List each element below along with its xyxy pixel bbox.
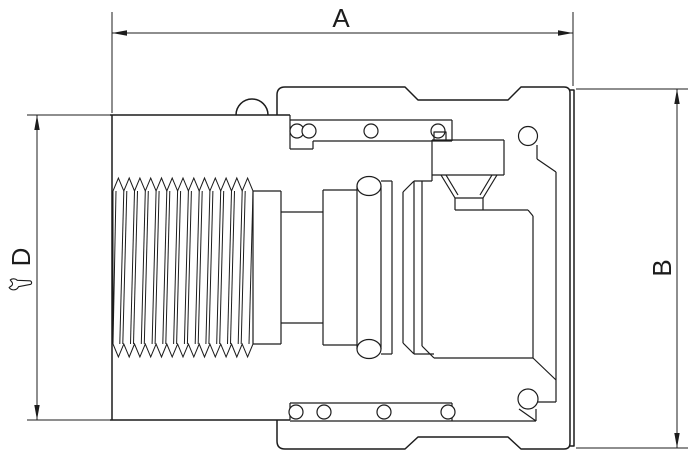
thread-flank-line bbox=[176, 190, 182, 345]
thread-flank-line bbox=[130, 190, 135, 345]
thread-flank-line bbox=[205, 190, 211, 345]
thread-crest-line bbox=[112, 176, 254, 193]
dim-a-arrow-right bbox=[558, 30, 573, 36]
top-ball-race bbox=[289, 115, 453, 150]
lock-ball bbox=[288, 404, 304, 420]
coupling-outline bbox=[110, 86, 575, 450]
thread-region bbox=[112, 176, 254, 359]
socket-cavity bbox=[421, 125, 557, 422]
thread-flank-line bbox=[122, 190, 128, 345]
thread-flank-line bbox=[133, 190, 138, 345]
poppet-gland bbox=[431, 131, 505, 211]
thread-flank-line bbox=[165, 190, 171, 345]
open-end-wrench-icon bbox=[8, 278, 33, 291]
dim-a-arrow-left bbox=[112, 30, 127, 36]
dimension-b: B bbox=[576, 88, 688, 449]
thread-flank-line bbox=[140, 190, 146, 345]
thread-flank-line bbox=[162, 190, 168, 345]
thread-flank-line bbox=[197, 190, 203, 345]
thread-flank-line bbox=[230, 190, 235, 345]
dimension-d: D bbox=[6, 114, 110, 421]
thread-flank-line bbox=[194, 190, 200, 345]
thread-flank-line bbox=[216, 190, 222, 345]
thread-flank-line bbox=[208, 190, 214, 345]
thread-flank-line bbox=[240, 190, 246, 345]
o-ring-top bbox=[356, 175, 382, 197]
pilot-nose bbox=[252, 190, 323, 345]
dim-d-arrow-top bbox=[34, 115, 40, 130]
lock-ball bbox=[301, 123, 317, 139]
end-cap-face bbox=[570, 89, 575, 447]
o-ring-bottom bbox=[356, 338, 382, 360]
lock-ball bbox=[376, 404, 392, 420]
lock-ball bbox=[316, 404, 332, 420]
dim-b-arrow-bottom bbox=[674, 433, 680, 448]
thread-flank-line bbox=[151, 190, 157, 345]
thread-flank-line bbox=[248, 190, 254, 345]
lock-ball bbox=[363, 123, 379, 139]
dim-d-arrow-bottom bbox=[34, 405, 40, 420]
body-dome bbox=[235, 98, 269, 116]
dimension-a: A bbox=[111, 3, 574, 113]
dim-b-arrow-top bbox=[674, 89, 680, 104]
lock-ball-large bbox=[517, 388, 539, 410]
thread-flank-line bbox=[186, 190, 192, 345]
sleeve-profile bbox=[276, 86, 571, 450]
thread-flank-line bbox=[237, 190, 243, 345]
dim-a-label: A bbox=[332, 3, 350, 33]
thread-crest-line bbox=[112, 342, 254, 359]
bottom-ball-race bbox=[288, 402, 536, 422]
thread-flank-line bbox=[173, 190, 179, 345]
lock-ball bbox=[430, 123, 446, 139]
lock-ball-large bbox=[517, 125, 539, 147]
valve-stack bbox=[322, 175, 434, 360]
thread-flank-line bbox=[183, 190, 189, 345]
thread-flank-line bbox=[119, 190, 125, 345]
thread-flank-line bbox=[143, 190, 149, 345]
thread-flank-line bbox=[227, 190, 232, 345]
lock-ball bbox=[440, 404, 456, 420]
thread-flank-line bbox=[112, 190, 117, 345]
thread-flank-line bbox=[154, 190, 160, 345]
dim-d-label: D bbox=[6, 248, 36, 267]
thread-flank-line bbox=[219, 190, 225, 345]
dim-b-label: B bbox=[647, 259, 677, 276]
